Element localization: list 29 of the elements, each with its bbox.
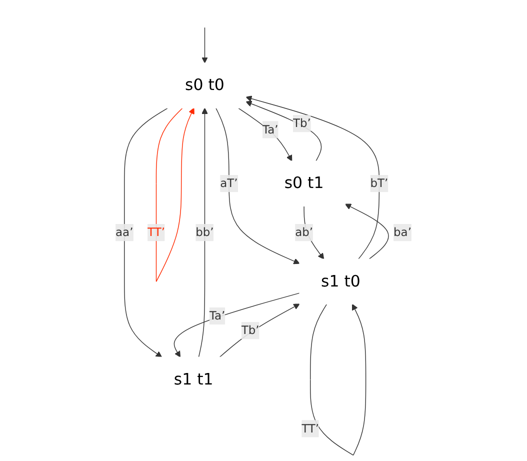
edge-label: ba’ xyxy=(394,225,412,240)
arrow xyxy=(174,292,300,358)
node-text: s1 t0 xyxy=(321,272,360,291)
edge-label: ab’ xyxy=(295,225,314,240)
edge-label: aa’ xyxy=(116,225,134,240)
edge-label: TT’ xyxy=(148,225,165,240)
arrow xyxy=(304,206,324,260)
arrow xyxy=(198,108,208,358)
edge-label: TT’ xyxy=(302,422,320,436)
arrow xyxy=(246,96,380,260)
arrow xyxy=(219,304,300,358)
edge-label: Ta’ xyxy=(209,308,226,322)
edge-label: Tb’ xyxy=(241,323,260,338)
edge-label: bb’ xyxy=(196,225,214,240)
arrow xyxy=(344,204,389,260)
arrow xyxy=(238,108,292,162)
arrow xyxy=(124,108,168,358)
arrow xyxy=(202,26,208,64)
node-text: s0 t1 xyxy=(284,174,324,193)
node-text: s0 t0 xyxy=(185,76,224,94)
edge-label: bT’ xyxy=(370,176,388,190)
arrow xyxy=(156,108,194,282)
edge-label: aT’ xyxy=(220,176,238,190)
node-text: s1 t1 xyxy=(174,370,214,389)
arrow xyxy=(310,304,366,456)
edge-label: Ta’ xyxy=(262,122,278,136)
arrow xyxy=(246,100,322,162)
arrow xyxy=(216,108,300,264)
edge-label: Tb’ xyxy=(292,116,311,130)
